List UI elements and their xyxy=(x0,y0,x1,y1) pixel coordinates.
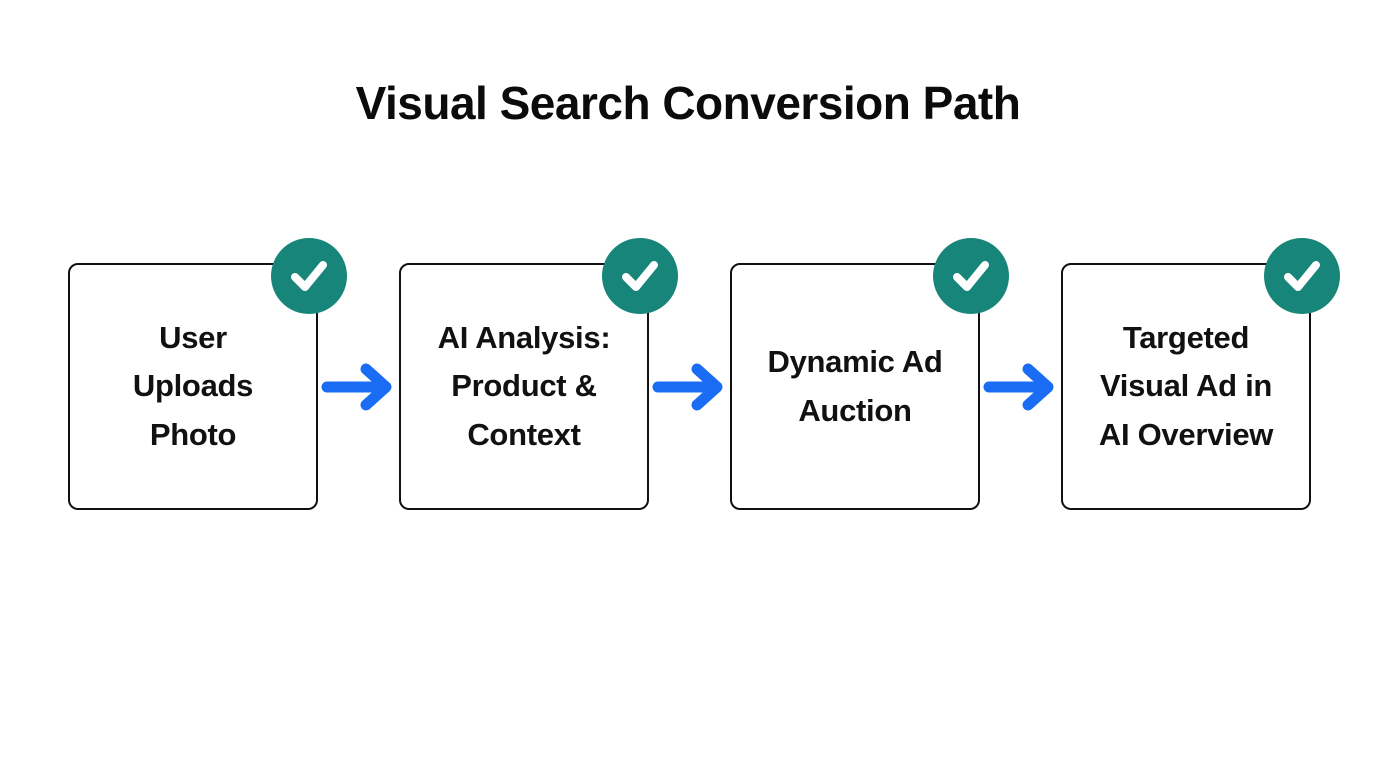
flow-step-targeted-visual-ad: Targeted Visual Ad in AI Overview xyxy=(1061,238,1340,510)
checkmark-icon xyxy=(291,261,327,291)
status-badge xyxy=(271,238,347,314)
flow-step-dynamic-ad-auction: Dynamic Ad Auction xyxy=(730,238,1009,510)
step-label: User Uploads Photo xyxy=(132,320,254,452)
checkmark-icon xyxy=(622,261,658,291)
checkmark-icon xyxy=(1284,261,1320,291)
step-label: Targeted Visual Ad in AI Overview xyxy=(1098,320,1274,452)
flow-row: User Uploads Photo AI Analysis: Product … xyxy=(68,238,1340,510)
checkmark-icon xyxy=(953,261,989,291)
status-badge xyxy=(1264,238,1340,314)
step-label: AI Analysis: Product & Context xyxy=(437,320,611,452)
flow-step-user-uploads-photo: User Uploads Photo xyxy=(68,238,347,510)
step-label: Dynamic Ad Auction xyxy=(767,344,943,428)
status-badge xyxy=(602,238,678,314)
flow-step-ai-analysis: AI Analysis: Product & Context xyxy=(399,238,678,510)
status-badge xyxy=(933,238,1009,314)
arrow-right-icon xyxy=(321,363,391,410)
arrow-right-icon xyxy=(652,363,722,410)
arrow-right-icon xyxy=(983,363,1053,410)
diagram-title: Visual Search Conversion Path xyxy=(355,77,1021,129)
